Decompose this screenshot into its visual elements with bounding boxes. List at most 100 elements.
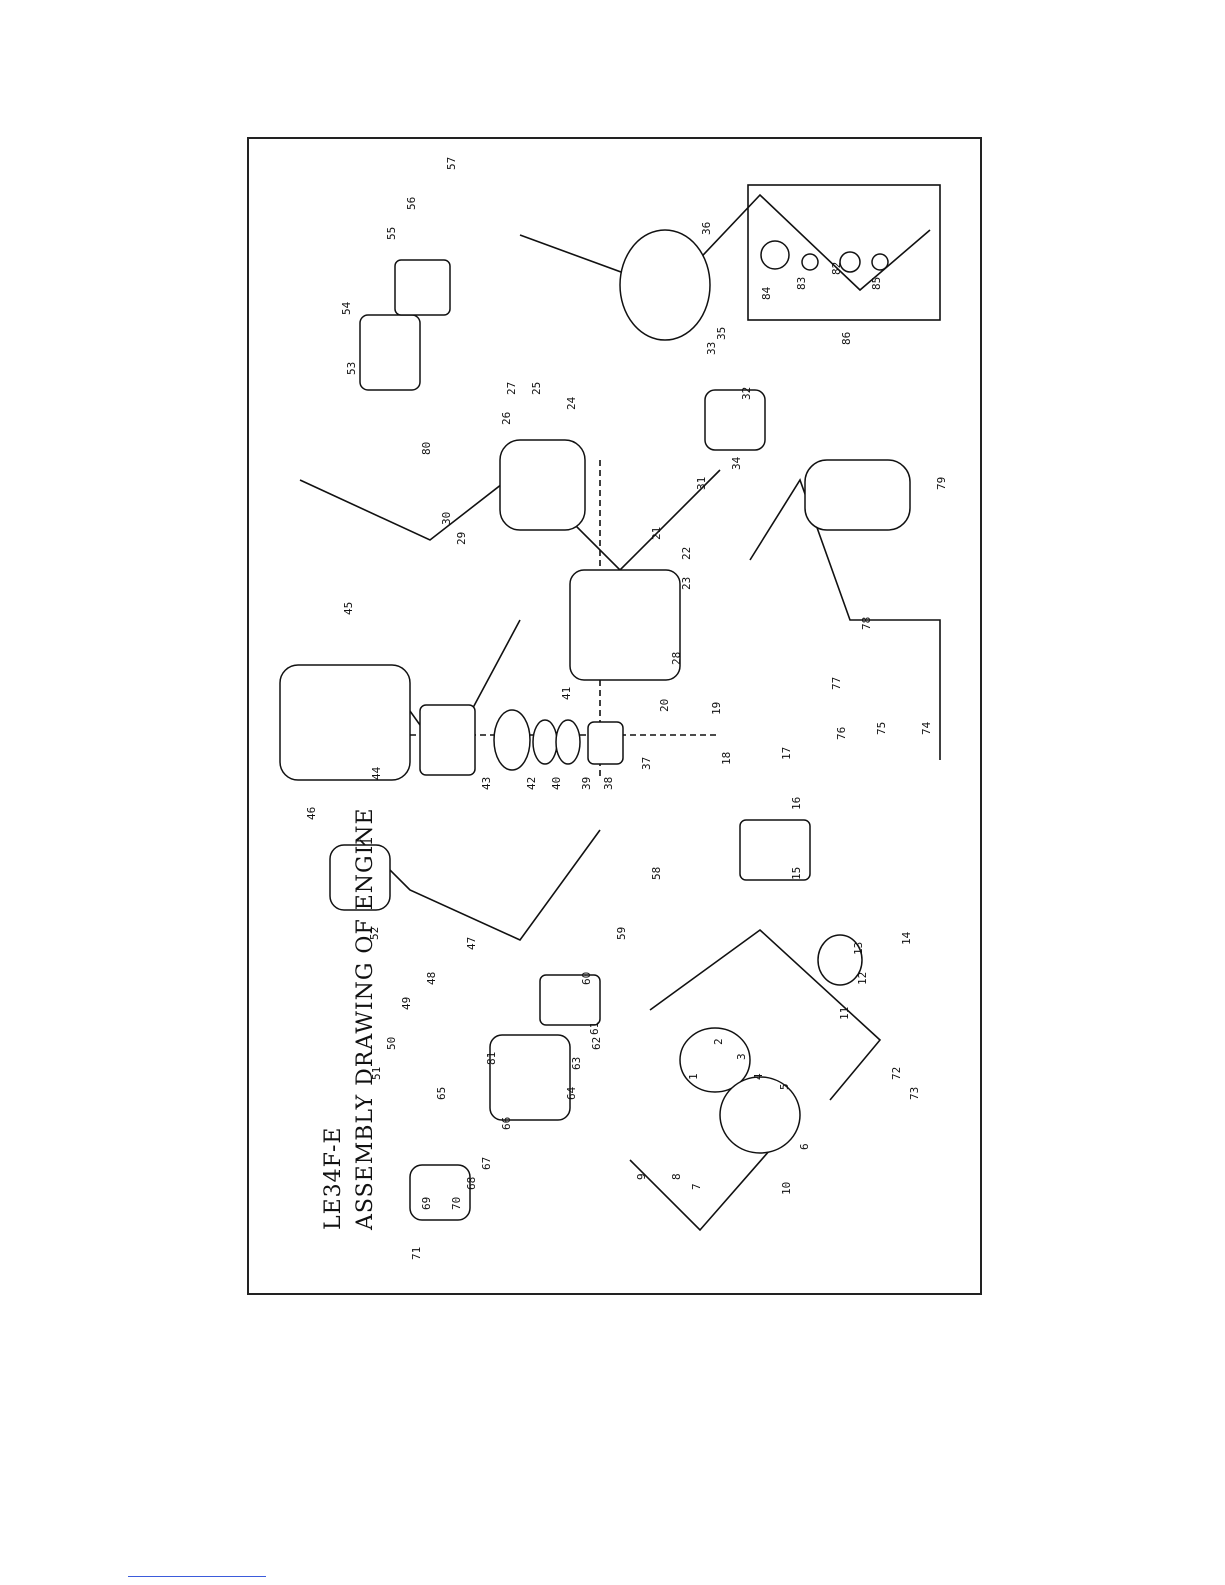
callout-number: 22 [680, 547, 693, 560]
callout-number: 28 [670, 652, 683, 665]
callout-number: 18 [720, 752, 733, 765]
callout-number: 63 [570, 1057, 583, 1070]
callout-number: 48 [425, 972, 438, 985]
fuel-tank-part [280, 665, 410, 780]
callout-number: 42 [525, 777, 538, 790]
callout-number: 6 [798, 1143, 811, 1150]
air-filter-part [395, 260, 450, 315]
callout-number: 79 [935, 477, 948, 490]
ring-part [533, 720, 557, 764]
callout-number: 14 [900, 931, 913, 945]
callout-number: 45 [342, 602, 355, 615]
callout-number: 21 [650, 527, 663, 540]
callout-number: 67 [480, 1157, 493, 1170]
muffler-part [805, 460, 910, 530]
air-cleaner-part [360, 315, 420, 390]
callout-number: 37 [640, 757, 653, 770]
callout-number: 12 [856, 972, 869, 985]
callout-number: 32 [740, 387, 753, 400]
callout-number: 83 [795, 277, 808, 290]
divider-line [360, 830, 600, 940]
callout-number: 60 [580, 972, 593, 985]
gear-part [761, 241, 789, 269]
callout-number: 38 [602, 777, 615, 790]
flywheel-part [500, 440, 585, 530]
callout-number: 43 [480, 777, 493, 790]
callout-number: 10 [780, 1182, 793, 1195]
callout-number: 72 [890, 1067, 903, 1080]
callout-number: 57 [445, 157, 458, 170]
callout-number: 80 [420, 442, 433, 455]
callout-number: 25 [530, 382, 543, 395]
callout-number: 82 [830, 262, 843, 275]
callout-number: 17 [780, 747, 793, 760]
callout-number: 8 [670, 1173, 683, 1180]
piston-part [588, 722, 623, 764]
callout-number: 35 [715, 327, 728, 340]
callout-number: 54 [340, 301, 353, 315]
callout-number: 59 [615, 927, 628, 940]
callout-number: 30 [440, 512, 453, 525]
callout-number: 70 [450, 1197, 463, 1210]
ring-part [556, 720, 580, 764]
callout-number: 26 [500, 412, 513, 425]
callout-number: 13 [852, 942, 865, 955]
cylinder-part [420, 705, 475, 775]
callout-number: 64 [565, 1086, 578, 1100]
callout-number: 58 [650, 867, 663, 880]
callout-number: 61 [588, 1022, 601, 1035]
callout-number: 44 [370, 766, 383, 780]
callout-number: 78 [860, 617, 873, 630]
callout-number: 36 [700, 222, 713, 235]
drawing-title: ASSEMBLY DRAWING OF ENGINE [353, 807, 378, 1231]
callout-number: 19 [710, 702, 723, 715]
callout-number: 84 [760, 286, 773, 300]
washer-part [840, 252, 860, 272]
callout-number: 39 [580, 777, 593, 790]
callout-number: 85 [870, 277, 883, 290]
callout-number: 68 [465, 1177, 478, 1190]
callout-number: 9 [635, 1173, 648, 1180]
callout-number: 50 [385, 1037, 398, 1050]
callout-number: 1 [687, 1073, 700, 1080]
callout-number: 4 [752, 1073, 765, 1080]
callout-number: 77 [830, 677, 843, 690]
crankcase-part [570, 570, 680, 680]
callout-number: 53 [345, 362, 358, 375]
callout-number: 15 [790, 867, 803, 880]
callout-number: 11 [838, 1007, 851, 1020]
model-title: LE34F-E [321, 1127, 346, 1230]
callout-number: 69 [420, 1197, 433, 1210]
callout-number: 65 [435, 1087, 448, 1100]
housing-part [410, 1165, 470, 1220]
callout-number: 66 [500, 1117, 513, 1130]
callout-number: 16 [790, 797, 803, 810]
callout-number: 55 [385, 227, 398, 240]
callout-number: 7 [690, 1183, 703, 1190]
callout-number: 40 [550, 777, 563, 790]
callout-number: 49 [400, 997, 413, 1010]
callout-number: 5 [778, 1083, 791, 1090]
callout-number: 73 [908, 1087, 921, 1100]
clutch-housing-part [620, 230, 710, 340]
callout-number: 23 [680, 577, 693, 590]
callout-number: 24 [565, 396, 578, 410]
fan-cover-part [490, 1035, 570, 1120]
washer-part [802, 254, 818, 270]
callout-number: 56 [405, 197, 418, 210]
callout-number: 71 [410, 1247, 423, 1260]
ignition-coil-part [705, 390, 765, 450]
callout-number: 86 [840, 332, 853, 345]
callout-number: 3 [735, 1053, 748, 1060]
callout-number: 76 [835, 727, 848, 740]
callout-number: 27 [505, 382, 518, 395]
callout-number: 62 [590, 1037, 603, 1050]
callout-number: 33 [705, 342, 718, 355]
gasket-part [494, 710, 530, 770]
callout-number: 41 [560, 687, 573, 700]
callout-number: 75 [875, 722, 888, 735]
callout-number: 81 [485, 1052, 498, 1065]
washer-part [872, 254, 888, 270]
callout-number: 29 [455, 532, 468, 545]
